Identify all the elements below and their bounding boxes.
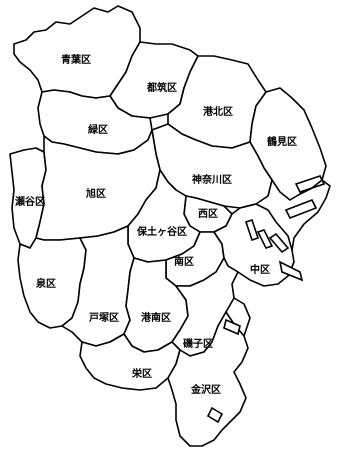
harbor-details (206, 175, 331, 424)
ward-kanazawa[interactable] (167, 311, 249, 447)
label-tsuzuki: 都筑区 (146, 81, 177, 94)
label-tsurumi: 鶴見区 (267, 135, 297, 148)
label-isogo: 磯子区 (183, 337, 213, 350)
label-nishi: 西区 (198, 208, 218, 220)
label-hodogaya: 保土ヶ谷区 (136, 225, 187, 238)
label-kohoku: 港北区 (203, 105, 233, 118)
label-izumi: 泉区 (35, 277, 56, 290)
label-asahi: 旭区 (85, 187, 106, 200)
label-totsuka: 戸塚区 (89, 311, 119, 324)
label-naka: 中区 (250, 263, 270, 276)
label-sakae: 栄区 (131, 367, 152, 380)
label-kanagawa: 神奈川区 (192, 173, 232, 186)
label-aoba: 青葉区 (61, 53, 91, 66)
label-minami: 南区 (174, 255, 194, 268)
label-midori: 緑区 (88, 123, 108, 136)
label-kanazawa: 金沢区 (190, 383, 221, 396)
label-seya: 瀬谷区 (15, 195, 45, 208)
label-konan: 港南区 (141, 311, 171, 324)
